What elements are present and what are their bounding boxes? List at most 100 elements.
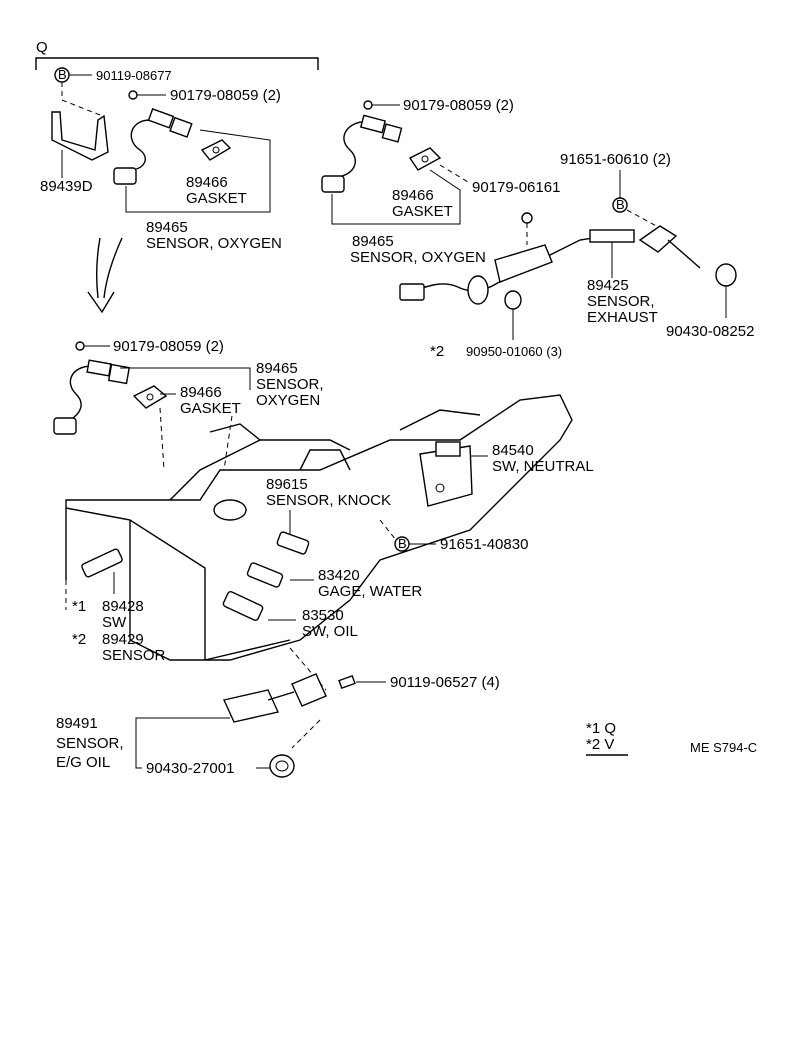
grommet-shape xyxy=(467,275,489,305)
engine-block-edge xyxy=(204,639,291,661)
sensor-flange xyxy=(169,116,193,138)
neutral-switch-hole xyxy=(435,483,445,493)
bolt-icon xyxy=(338,674,356,690)
engine-block-edge xyxy=(299,449,351,471)
sensor-89465-ex: 89465 xyxy=(352,233,394,250)
sensor-body xyxy=(359,114,387,134)
arrow-head-icon xyxy=(87,291,115,314)
sensor-name-ex: SENSOR, OXYGEN xyxy=(350,249,486,266)
mark-star1: *1 xyxy=(72,598,86,615)
callout-90179-08059-eng: 90179-08059 (2) xyxy=(113,338,224,355)
dash-leader xyxy=(159,407,165,471)
callout-90430-08252: 90430-08252 xyxy=(666,323,754,340)
gasket-name-eng: GASKET xyxy=(180,400,241,417)
sensor-connector xyxy=(321,175,345,193)
callout-90179-08059-ex: 90179-08059 (2) xyxy=(403,97,514,114)
exhaust-sensor-body xyxy=(589,229,635,243)
section-q-bracket xyxy=(35,57,319,70)
oil-sensor-flange xyxy=(291,673,327,707)
washer-shape xyxy=(715,263,737,287)
gasket-89466-ex: 89466 xyxy=(392,187,434,204)
exhaust-sensor-bracket xyxy=(494,244,553,283)
drawing-code: ME S794-C xyxy=(690,740,757,755)
sw-name: SW xyxy=(102,614,127,631)
exhaust-name-1: SENSOR, xyxy=(587,293,655,310)
dash-leader xyxy=(223,415,233,471)
water-name: GAGE, WATER xyxy=(318,583,422,600)
neutral-name: SW, NEUTRAL xyxy=(492,458,594,475)
callout-90119-08677: 90119-08677 xyxy=(96,68,172,83)
mark-star2: *2 xyxy=(72,631,86,648)
gasket-name-ex: GASKET xyxy=(392,203,453,220)
mark-star2-grommet: *2 xyxy=(430,343,444,360)
knock-name: SENSOR, KNOCK xyxy=(266,492,391,509)
sensor-body xyxy=(147,108,175,129)
dash-leader xyxy=(379,519,397,541)
oring-inner xyxy=(275,760,289,772)
engine-block-edge xyxy=(209,423,261,441)
oil-sw-83530: 83530 xyxy=(302,607,344,624)
oil-switch-shape xyxy=(222,591,264,621)
gasket-shape xyxy=(132,385,168,409)
oil-sensor-name-1: SENSOR, xyxy=(56,735,124,752)
sw-89428: 89428 xyxy=(102,598,144,615)
callout-90179-06161: 90179-06161 xyxy=(472,179,560,196)
callout-90950-01060: 90950-01060 (3) xyxy=(466,344,562,359)
callout-91651-40830: 91651-40830 xyxy=(440,536,528,553)
exhaust-sensor-probe xyxy=(667,239,701,269)
leader-line xyxy=(125,129,271,213)
callout-91651-60610: 91651-60610 (2) xyxy=(560,151,671,168)
arrow-curve xyxy=(103,237,123,299)
bolt-marker: B xyxy=(58,67,67,82)
oil-sensor-stem xyxy=(267,691,295,701)
dash-leader xyxy=(291,719,321,749)
engine-block-outline xyxy=(65,394,573,661)
leader-line xyxy=(331,169,461,225)
arrow-curve xyxy=(95,237,101,299)
neutral-84540: 84540 xyxy=(492,442,534,459)
water-83420: 83420 xyxy=(318,567,360,584)
dash-leader xyxy=(626,209,661,229)
sensor-wire xyxy=(130,119,151,171)
leader-line xyxy=(120,367,251,390)
sensor-name-eng-1: SENSOR, xyxy=(256,376,324,393)
sensor-connector xyxy=(53,417,77,435)
oring-shape xyxy=(269,754,295,778)
sensor-wire xyxy=(69,365,93,421)
exhaust-89425: 89425 xyxy=(587,277,629,294)
engine-port xyxy=(213,499,247,521)
sensor-flange xyxy=(381,123,403,143)
bolt-marker: B xyxy=(616,197,625,212)
oil-sensor-89491: 89491 xyxy=(56,715,98,732)
gasket-89466-q: 89466 xyxy=(186,174,228,191)
bracket-shape xyxy=(51,111,109,161)
dash-leader xyxy=(439,164,469,183)
dash-leader xyxy=(61,99,101,116)
knock-89615: 89615 xyxy=(266,476,308,493)
sensor-89465-q: 89465 xyxy=(146,219,188,236)
water-gage-shape xyxy=(246,562,284,588)
legend-line-1: *1 Q xyxy=(586,720,616,737)
gasket-hole xyxy=(212,146,220,154)
callout-90119-06527: 90119-06527 (4) xyxy=(390,674,500,691)
sensor-89465-eng: 89465 xyxy=(256,360,298,377)
gasket-hole xyxy=(421,155,429,163)
nut-icon xyxy=(363,100,373,110)
neutral-switch-connector xyxy=(435,441,461,457)
sensor-flange xyxy=(107,363,131,385)
grommet-shape xyxy=(504,290,522,310)
nut-icon xyxy=(128,90,138,100)
oil-sensor-name-2: E/G OIL xyxy=(56,754,110,771)
bolt-marker: B xyxy=(398,536,407,551)
gasket-89466-eng: 89466 xyxy=(180,384,222,401)
leader-line xyxy=(135,744,142,769)
nut-icon xyxy=(75,341,85,351)
bolt-icon xyxy=(612,197,628,213)
sensor2-name: SENSOR xyxy=(102,647,166,664)
sensor-body xyxy=(86,359,112,377)
engine-block-edge xyxy=(399,409,481,431)
part-89439d: 89439D xyxy=(40,178,93,195)
section-label-q: Q xyxy=(36,39,48,56)
